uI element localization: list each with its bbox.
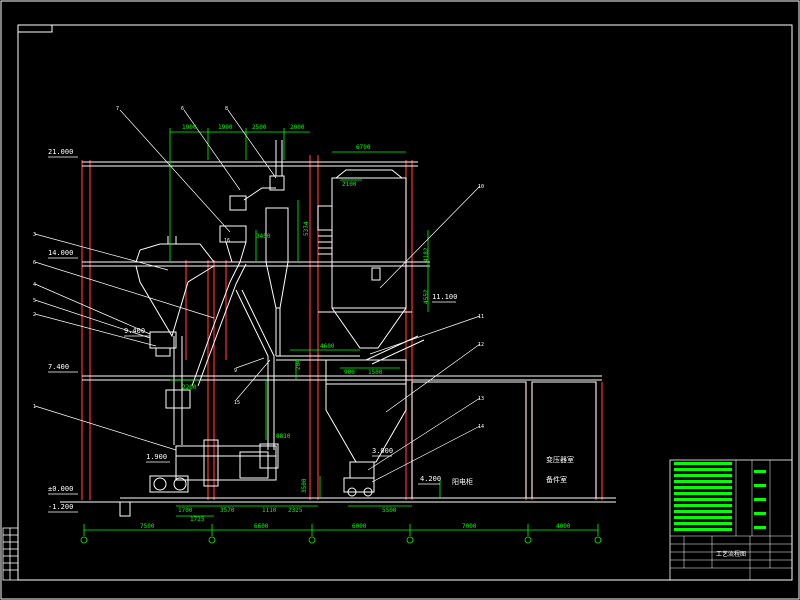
- dim-top-3: 2000: [290, 124, 305, 131]
- dim-gnd-5: 5500: [382, 507, 397, 514]
- leader-tag-11: 3: [33, 232, 36, 238]
- dim-v-2: 4182: [423, 247, 430, 262]
- leader-tags: 7 6 8 9 10 11 12 13 14 1 2 3 4 5 6 15 16: [33, 106, 484, 430]
- leader-tag-4: 10: [478, 184, 484, 190]
- bottom-dim-4: 4000: [556, 523, 571, 530]
- dim-top-0: 1900: [182, 124, 197, 131]
- dim-mid-2: 1500: [368, 369, 383, 376]
- left-stamp-grid: [2, 527, 19, 581]
- leader-lines: [34, 109, 481, 483]
- dim-top-4: 6700: [356, 144, 371, 151]
- equipment: [135, 140, 597, 499]
- dim-v-3: 4552: [423, 289, 430, 304]
- dim-v-4: 8810: [276, 433, 291, 440]
- title-block: 工艺流程图: [669, 459, 793, 581]
- leader-tag-7: 13: [478, 396, 484, 402]
- leader-tag-0: 7: [116, 106, 119, 112]
- leader-tag-1: 6: [181, 106, 184, 112]
- leader-tag-6: 12: [478, 342, 484, 348]
- leader-tag-9: 1: [33, 404, 36, 410]
- bottom-dimension-texts: 7500 6600 6000 7000 4000: [140, 523, 571, 530]
- bottom-dim-2: 6000: [352, 523, 367, 530]
- elev-11100: 11.100: [432, 293, 457, 301]
- dim-gnd-0: 1700: [178, 507, 193, 514]
- room-label-b: 变压器室: [546, 455, 574, 464]
- leader-tag-5: 11: [478, 314, 484, 320]
- dim-mid-1: 900: [344, 369, 355, 376]
- leader-tag-8: 14: [478, 424, 484, 430]
- dim-v-1: 3450: [256, 233, 271, 240]
- dim-gnd-1: 1725: [190, 516, 205, 523]
- building-columns: [81, 155, 603, 500]
- room-label-c: 备件室: [546, 475, 567, 484]
- bottom-dim-1: 6600: [254, 523, 269, 530]
- room-label-a: 阳电柜: [452, 477, 473, 486]
- dimension-lines: [83, 128, 599, 536]
- elev-0000: ±0.000: [48, 485, 73, 493]
- elevation-texts: 21.000 14.000 9.400 7.400 1.900 ±0.000 -…: [48, 148, 457, 511]
- dim-v-5: 2200: [182, 384, 197, 391]
- leader-tag-15: 15: [234, 400, 240, 406]
- elevation-marks: [48, 156, 456, 513]
- bottom-dim-3: 7000: [462, 523, 477, 530]
- dim-v-6: 204: [295, 359, 302, 370]
- elev-4200: 4.200: [420, 475, 441, 483]
- leader-tag-16: 16: [224, 238, 230, 244]
- title-block-drawing-name: 工艺流程图: [716, 550, 746, 558]
- dim-gnd-3: 1110: [262, 507, 277, 514]
- leader-tag-12: 4: [33, 282, 36, 288]
- leader-tag-10: 2: [33, 312, 36, 318]
- dimension-texts: 1900 1900 2500 2000 6700 2100 5374 3450 …: [178, 124, 430, 523]
- elev-1900: 1.900: [146, 453, 167, 461]
- dim-top-1: 1900: [218, 124, 233, 131]
- elev-neg-1200: -1.200: [48, 503, 73, 511]
- dim-mid-0: 4600: [320, 343, 335, 350]
- dim-v-0: 5374: [303, 221, 310, 236]
- elev-9400: 9.400: [124, 327, 145, 335]
- title-block-rows: [674, 462, 766, 531]
- bottom-dim-0: 7500: [140, 523, 155, 530]
- leader-tag-3: 9: [234, 368, 237, 374]
- dim-top-5: 2100: [342, 181, 357, 188]
- room-labels: 阳电柜 变压器室 备件室: [452, 455, 574, 486]
- dim-gnd-2: 3570: [220, 507, 235, 514]
- dim-gnd-4: 2325: [288, 507, 303, 514]
- elev-3000: 3.000: [372, 447, 393, 455]
- leader-tag-14: 6: [33, 260, 36, 266]
- leader-tag-2: 8: [225, 106, 228, 112]
- dim-top-2: 2500: [252, 124, 267, 131]
- elev-21000: 21.000: [48, 148, 73, 156]
- elev-7400: 7.400: [48, 363, 69, 371]
- dim-v-7: 3500: [301, 478, 308, 493]
- leader-tag-13: 5: [33, 298, 36, 304]
- elev-14000: 14.000: [48, 249, 73, 257]
- grid-axis-bubbles: [80, 536, 602, 544]
